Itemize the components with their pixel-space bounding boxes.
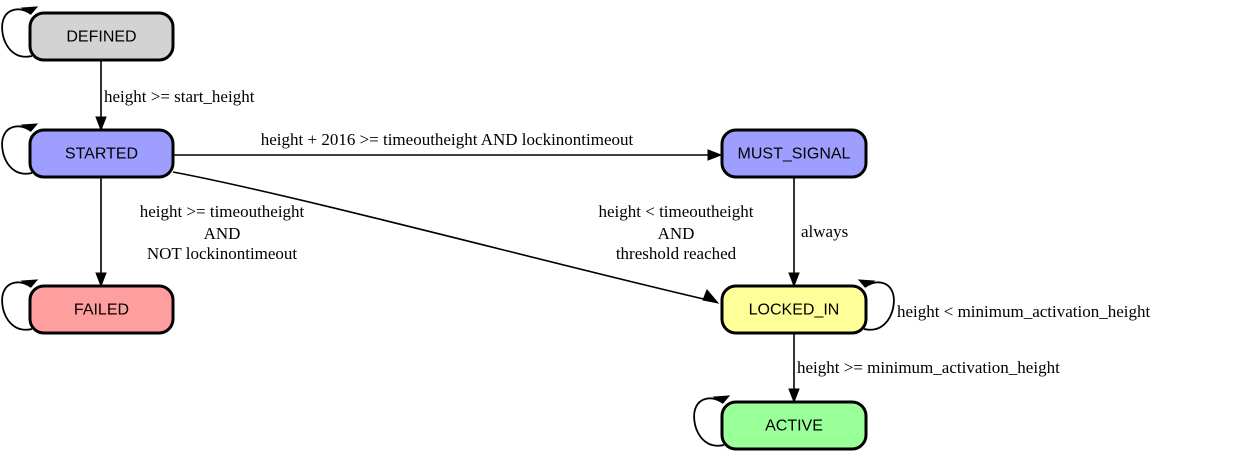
state-node-active[interactable]: ACTIVE xyxy=(720,400,868,451)
edge-label-must-signal-to-locked-in: always xyxy=(801,222,848,241)
edge-label-locked-in-self-loop: height < minimum_activation_height xyxy=(897,302,1150,321)
edge-label-started-to-failed-line3: NOT lockinontimeout xyxy=(147,244,298,263)
edge-label-started-to-locked-in-line3: threshold reached xyxy=(616,244,737,263)
edge-started-to-failed xyxy=(95,178,107,288)
state-node-must-signal[interactable]: MUST_SIGNAL xyxy=(720,128,868,179)
edge-started-to-must-signal xyxy=(173,149,723,161)
edge-label-started-to-failed: height >= timeoutheight AND NOT lockinon… xyxy=(140,202,305,263)
state-node-started-shape[interactable] xyxy=(28,128,175,179)
edge-must-signal-to-locked-in xyxy=(788,178,800,288)
state-node-locked-in-shape[interactable] xyxy=(720,284,868,335)
edge-started-to-locked-in xyxy=(172,171,720,304)
state-node-defined-shape[interactable] xyxy=(28,11,175,62)
edge-label-started-to-locked-in-line2: AND xyxy=(658,224,695,243)
state-node-active-shape[interactable] xyxy=(720,400,868,451)
state-node-failed[interactable]: FAILED xyxy=(28,284,175,335)
edge-locked-in-to-active xyxy=(788,334,800,404)
edge-label-started-to-locked-in-line1: height < timeoutheight xyxy=(598,202,753,221)
state-node-locked-in[interactable]: LOCKED_IN xyxy=(720,284,868,335)
self-loop-defined xyxy=(1,6,39,58)
edge-label-locked-in-to-active: height >= minimum_activation_height xyxy=(797,358,1060,377)
state-node-failed-shape[interactable] xyxy=(28,284,175,335)
self-loop-started xyxy=(1,123,39,175)
state-node-must-signal-shape[interactable] xyxy=(720,128,868,179)
self-loop-failed xyxy=(1,279,39,331)
edge-defined-to-started xyxy=(95,60,107,132)
edge-label-started-to-locked-in: height < timeoutheight AND threshold rea… xyxy=(598,202,753,263)
self-loop-active xyxy=(693,395,731,447)
state-node-started[interactable]: STARTED xyxy=(28,128,175,179)
edge-label-started-to-must-signal: height + 2016 >= timeoutheight AND locki… xyxy=(261,130,634,149)
edge-label-started-to-failed-line1: height >= timeoutheight xyxy=(140,202,305,221)
self-loop-locked-in xyxy=(857,279,895,331)
state-node-defined[interactable]: DEFINED xyxy=(28,11,175,62)
edge-label-defined-to-started: height >= start_height xyxy=(104,87,255,106)
edge-label-started-to-failed-line2: AND xyxy=(204,224,241,243)
